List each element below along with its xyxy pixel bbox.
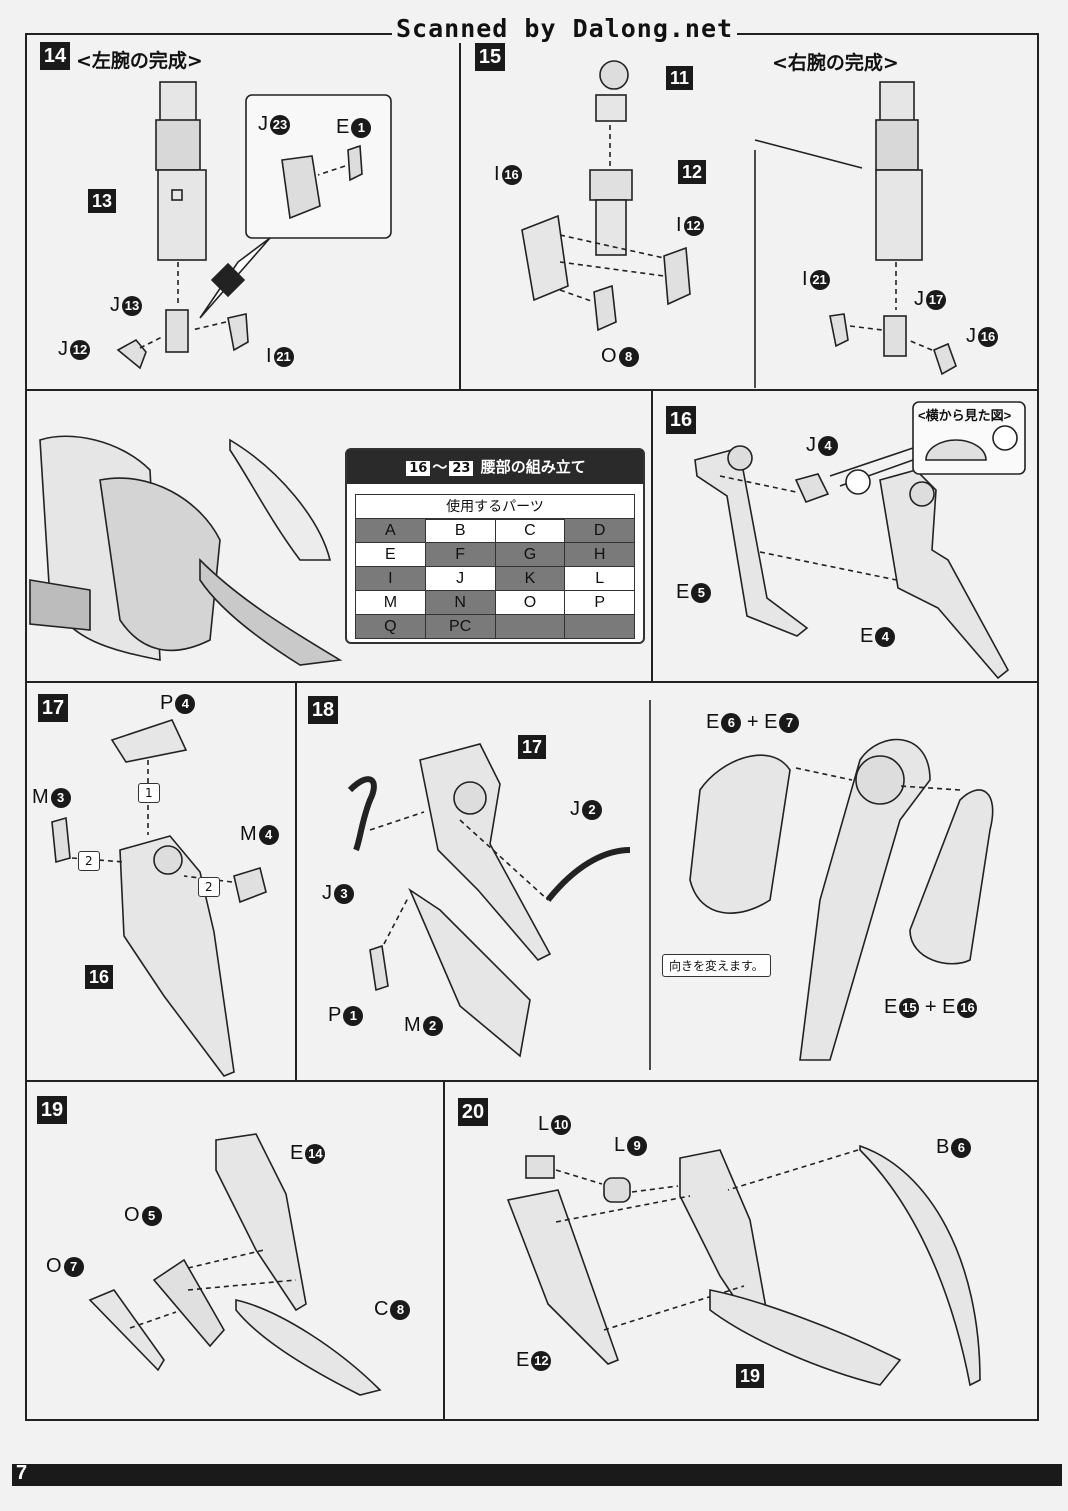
part-cell: G — [494, 542, 566, 567]
part-cell: O — [494, 590, 566, 615]
part-cell: F — [424, 542, 496, 567]
step-19-number: 19 — [37, 1096, 67, 1124]
part-cell: M — [355, 590, 426, 615]
waist-illustration — [29, 435, 343, 666]
parts-list-title: 腰部の組み立て — [480, 458, 586, 476]
col-divider-14-15 — [459, 33, 461, 390]
order-marker-2a: 2 — [78, 851, 100, 871]
footer-bar — [12, 1464, 1062, 1486]
part-12-tag: 12 — [678, 160, 707, 184]
step-20-number: 20 — [458, 1098, 488, 1126]
step-15-number: 15 — [475, 43, 505, 71]
waist-part-16-drawing — [694, 401, 1026, 680]
step-14-number: 14 — [40, 42, 70, 70]
part-cell: A — [355, 518, 426, 543]
part-cell: K — [494, 566, 566, 591]
col-divider-17-18 — [295, 682, 297, 1081]
part-cell: D — [564, 518, 635, 543]
parts-list-subtitle: 使用するパーツ — [355, 494, 635, 520]
row-divider-2 — [25, 681, 1039, 683]
waist-part-20-drawing — [506, 1144, 981, 1387]
part-cell — [564, 614, 635, 639]
part-cell: L — [564, 566, 635, 591]
scan-watermark: Scanned by Dalong.net — [392, 14, 738, 43]
waist-part-19-drawing — [88, 1133, 382, 1396]
part-13-tag: 13 — [88, 189, 117, 213]
page-number: 7 — [16, 1462, 28, 1484]
part-cell: N — [424, 590, 496, 615]
waist-part-17-drawing — [51, 719, 267, 1077]
order-marker-2b: 2 — [198, 877, 220, 897]
part-16-tag: 16 — [85, 965, 114, 989]
part-cell: H — [564, 542, 635, 567]
step-16-number: 16 — [666, 406, 696, 434]
part-cell: I — [355, 566, 426, 591]
col-divider-16 — [651, 390, 653, 682]
part-11-tag: 11 — [666, 66, 694, 90]
side-view-note: <横から見た図> — [918, 408, 1012, 423]
part-cell: E — [355, 542, 426, 567]
part-cell: B — [424, 518, 496, 543]
part-cell: PC — [424, 614, 496, 639]
right-arm-drawing — [521, 60, 957, 388]
parts-list-header: 16～23 腰部の組み立て — [347, 450, 643, 484]
col-divider-19-20 — [443, 1081, 445, 1421]
row-divider-3 — [25, 1080, 1039, 1082]
part-cell: P — [564, 590, 635, 615]
row-divider-1 — [25, 389, 1039, 391]
part-cell — [494, 614, 566, 639]
part-17-tag: 17 — [518, 735, 547, 759]
step-15-title: <右腕の完成> — [772, 52, 899, 74]
part-cell: J — [424, 566, 496, 591]
range-end: 23 — [449, 461, 474, 476]
step-17-number: 17 — [38, 694, 68, 722]
part-19-tag: 19 — [736, 1364, 765, 1388]
order-marker-1: 1 — [138, 783, 160, 803]
range-start: 16 — [406, 461, 431, 476]
waist-part-18-drawing — [347, 700, 994, 1070]
step-18-number: 18 — [308, 696, 338, 724]
orientation-note: 向きを変えます。 — [662, 954, 771, 977]
part-cell: Q — [355, 614, 426, 639]
step-14-title: <左腕の完成> — [76, 50, 203, 72]
part-cell: C — [494, 518, 566, 543]
